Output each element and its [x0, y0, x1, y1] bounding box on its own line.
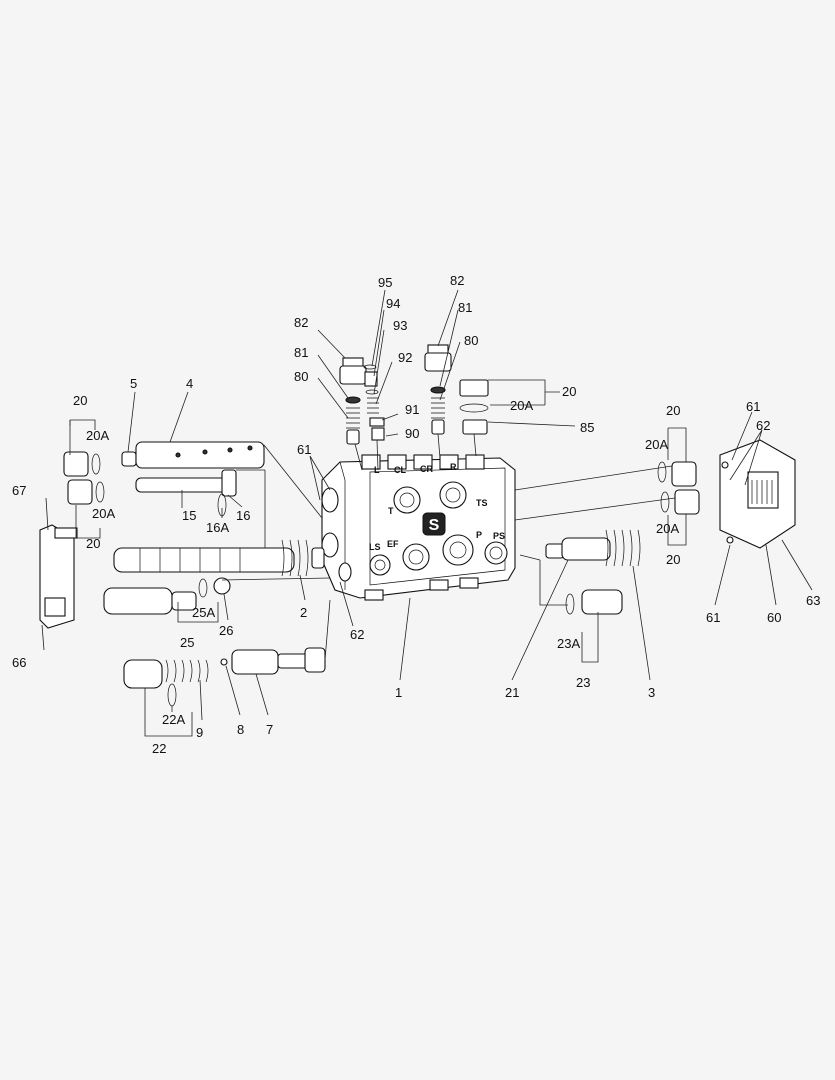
- callout-80-right: 80: [464, 333, 478, 348]
- port-label-t: T: [388, 506, 394, 516]
- callout-20-right-bottom: 20: [666, 552, 680, 567]
- port-label-p: P: [476, 530, 482, 540]
- callout-92: 92: [398, 350, 412, 365]
- rod-15: [135, 469, 237, 517]
- callout-20-right-top: 20: [666, 403, 680, 418]
- callout-61-left: 61: [297, 442, 311, 457]
- leader-lines: [41, 289, 813, 737]
- callout-3: 3: [648, 685, 655, 700]
- callout-85: 85: [580, 420, 594, 435]
- port-label-cl: CL: [394, 465, 406, 475]
- callout-26: 26: [219, 623, 233, 638]
- spool-assembly-main: [113, 539, 325, 577]
- plug-top-right: [459, 379, 489, 435]
- brand-logo: [422, 512, 446, 536]
- callout-67: 67: [12, 483, 26, 498]
- port-label-l: L: [374, 465, 380, 475]
- callout-60: 60: [767, 610, 781, 625]
- callout-81-left: 81: [294, 345, 308, 360]
- callout-25a: 25A: [192, 605, 215, 620]
- callout-93: 93: [393, 318, 407, 333]
- callout-20a-right-1: 20A: [645, 437, 668, 452]
- callout-20a-top: 20A: [510, 398, 533, 413]
- callout-20a-right-2: 20A: [656, 521, 679, 536]
- callout-20a-left-1: 20A: [86, 428, 109, 443]
- plugs-20-right: [657, 461, 700, 515]
- callout-80-left: 80: [294, 369, 308, 384]
- valve-body: S: [321, 454, 516, 601]
- callout-63: 63: [806, 593, 820, 608]
- spool-25: [103, 577, 231, 615]
- callout-90: 90: [405, 426, 419, 441]
- callout-61-right-bottom: 61: [706, 610, 720, 625]
- port-label-r: R: [450, 462, 457, 472]
- plugs-20-left: [63, 451, 105, 505]
- callout-20a-left-2: 20A: [92, 506, 115, 521]
- callout-9: 9: [196, 725, 203, 740]
- callout-82-left: 82: [294, 315, 308, 330]
- port-label-ls: LS: [369, 542, 381, 552]
- callout-20-left-top: 20: [73, 393, 87, 408]
- relief-cartridge-mid: [363, 364, 385, 441]
- callout-95: 95: [378, 275, 392, 290]
- check-22-9-8-7: [123, 647, 326, 707]
- callout-21: 21: [505, 685, 519, 700]
- callout-22: 22: [152, 741, 166, 756]
- callout-23a: 23A: [557, 636, 580, 651]
- callout-16: 16: [236, 508, 250, 523]
- callout-91: 91: [405, 402, 419, 417]
- callout-20-left-bottom: 20: [86, 536, 100, 551]
- spool-21-3: [545, 529, 641, 615]
- callout-2: 2: [300, 605, 307, 620]
- callout-20-top: 20: [562, 384, 576, 399]
- port-label-ef: EF: [387, 539, 399, 549]
- callout-23: 23: [576, 675, 590, 690]
- brand-logo-letter: S: [429, 517, 440, 534]
- callout-62-right: 62: [756, 418, 770, 433]
- end-cover-60: [719, 439, 796, 549]
- callout-8: 8: [237, 722, 244, 737]
- callout-15: 15: [182, 508, 196, 523]
- callout-22a: 22A: [162, 712, 185, 727]
- callout-61-right-top: 61: [746, 399, 760, 414]
- callout-66: 66: [12, 655, 26, 670]
- callout-4: 4: [186, 376, 193, 391]
- callout-62-left: 62: [350, 627, 364, 642]
- port-label-ps: PS: [493, 531, 505, 541]
- spool-5-4: [121, 441, 265, 469]
- callout-25: 25: [180, 635, 194, 650]
- callout-82-right: 82: [450, 273, 464, 288]
- callout-81-right: 81: [458, 300, 472, 315]
- callout-94: 94: [386, 296, 400, 311]
- callout-1: 1: [395, 685, 402, 700]
- port-label-ts: TS: [476, 498, 488, 508]
- port-label-cr: CR: [420, 464, 433, 474]
- end-cap-66-67: [39, 524, 78, 629]
- callout-5: 5: [130, 376, 137, 391]
- callout-7: 7: [266, 722, 273, 737]
- relief-cartridge-right: [424, 344, 452, 435]
- callout-16a: 16A: [206, 520, 229, 535]
- relief-cartridge-left: [339, 357, 367, 445]
